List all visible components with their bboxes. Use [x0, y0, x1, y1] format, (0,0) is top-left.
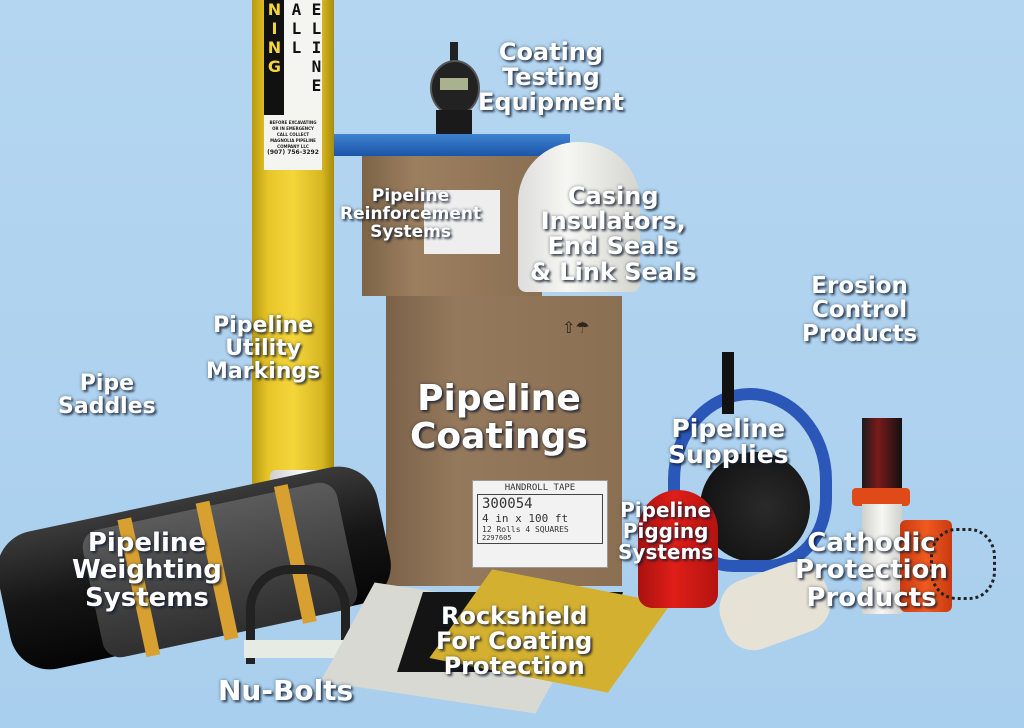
- wire-coil: [930, 528, 996, 600]
- label-line: Pipe: [79, 371, 135, 396]
- label-utility-markings[interactable]: Pipeline Utility Markings: [206, 314, 320, 383]
- label-line: Pipeline: [87, 528, 207, 558]
- label-line: Casing: [567, 182, 659, 210]
- label-line: Products: [802, 321, 918, 348]
- label-line: Systems: [85, 582, 209, 613]
- label-cathodic-protection[interactable]: Cathodic Protection Products: [795, 528, 948, 613]
- marker-col2: ELINE: [307, 0, 326, 95]
- label-line: Pipeline: [417, 378, 581, 419]
- u-bolt-plate: [244, 640, 356, 658]
- label-line: Erosion: [811, 273, 908, 299]
- label-coating-testing-equipment[interactable]: Coating Testing Equipment: [478, 38, 624, 117]
- label-line: Protection: [443, 652, 585, 681]
- reinforcement-box[interactable]: [362, 150, 542, 296]
- label-line: Testing: [502, 63, 600, 92]
- label-line: Systems: [370, 221, 452, 242]
- label-pipeline-weighting[interactable]: Pipeline Weighting Systems: [72, 528, 222, 613]
- label-pipeline-pigging[interactable]: Pipeline Pigging Systems: [618, 500, 713, 563]
- marker-col1: ALL: [287, 0, 306, 57]
- tape-size: 4 in x 100 ft: [482, 512, 569, 525]
- coatings-box[interactable]: ⇧☂ HANDROLL TAPE 300054 4 in x 100 ft 12…: [386, 296, 622, 586]
- label-line: Cathodic: [807, 528, 936, 558]
- label-line: Utility: [225, 336, 302, 362]
- label-line: Control: [812, 297, 908, 324]
- marker-strip-text: NING: [265, 0, 284, 76]
- tape-label: HANDROLL TAPE 300054 4 in x 100 ft 12 Ro…: [472, 480, 608, 568]
- marker-warning-strip: NING: [264, 0, 284, 115]
- label-line: Markings: [206, 359, 321, 385]
- marker-phone: (907) 756-3292: [267, 149, 319, 156]
- label-line: Pipeline: [620, 498, 712, 522]
- utility-marker-post[interactable]: NING ELINE ALL BEFORE EXCAVATING OR IN E…: [252, 0, 334, 490]
- label-line: Weighting: [72, 555, 222, 586]
- marker-sign: NING ELINE ALL BEFORE EXCAVATING OR IN E…: [264, 0, 326, 170]
- label-line: Coating: [498, 38, 604, 66]
- tape-code: 300054: [482, 496, 533, 512]
- tape-label-inner: 300054 4 in x 100 ft 12 Rolls 4 SQUARES …: [477, 494, 603, 544]
- label-rockshield[interactable]: Rockshield For Coating Protection: [436, 602, 593, 681]
- tape-number: 2297605: [482, 534, 512, 542]
- coating-thickness-gauge[interactable]: [430, 60, 480, 116]
- label-line: End Seals: [547, 232, 679, 261]
- label-line: & Link Seals: [530, 257, 697, 286]
- label-pipeline-reinforcement[interactable]: Pipeline Reinforcement Systems: [340, 186, 482, 242]
- label-pipeline-coatings[interactable]: Pipeline Coatings: [410, 380, 588, 456]
- label-line: Nu-Bolts: [218, 674, 354, 707]
- marker-fine-print: BEFORE EXCAVATING OR IN EMERGENCY CALL C…: [266, 120, 320, 156]
- pipeline-pig[interactable]: [638, 490, 718, 608]
- label-casing-insulators[interactable]: Casing Insulators, End Seals & Link Seal…: [530, 182, 697, 286]
- label-line: Saddles: [58, 394, 156, 420]
- label-nu-bolts[interactable]: Nu-Bolts: [218, 674, 354, 707]
- box-label: [424, 190, 500, 254]
- label-line: Equipment: [478, 88, 624, 117]
- marker-columns: ELINE ALL: [286, 0, 326, 170]
- label-line: Products: [806, 582, 937, 613]
- label-pipe-saddles[interactable]: Pipe Saddles: [58, 372, 156, 418]
- u-bolt[interactable]: [246, 565, 350, 664]
- casing-insulator[interactable]: [518, 142, 640, 292]
- marker-company: MAGNOLIA PIPELINE COMPANY LLC: [270, 138, 316, 149]
- test-station-ring: [852, 488, 910, 506]
- label-line: Systems: [618, 540, 714, 564]
- test-station-post[interactable]: [862, 504, 902, 614]
- gauge-stem: [450, 42, 458, 64]
- handling-symbols-icon: ⇧☂: [562, 318, 590, 337]
- test-station-head: [862, 418, 902, 492]
- label-line: Reinforcement: [340, 203, 482, 224]
- label-line: Pigging: [622, 519, 709, 543]
- label-line: Insulators,: [540, 207, 686, 236]
- label-line: Pipeline: [213, 313, 314, 338]
- label-line: Pipeline: [371, 186, 450, 206]
- label-line: Pipeline: [671, 414, 786, 443]
- label-erosion-control[interactable]: Erosion Control Products: [802, 273, 918, 348]
- blue-tray: [334, 134, 570, 156]
- tape-rolls: 12 Rolls 4 SQUARES: [482, 525, 569, 534]
- marker-instructions: BEFORE EXCAVATING OR IN EMERGENCY CALL C…: [269, 120, 317, 137]
- gauge-base: [436, 110, 472, 136]
- label-line: Supplies: [668, 440, 789, 470]
- label-pipeline-supplies[interactable]: Pipeline Supplies: [668, 414, 789, 470]
- label-line: Coatings: [410, 415, 588, 457]
- tape-title: HANDROLL TAPE: [504, 483, 576, 493]
- gauge-display: [440, 78, 468, 90]
- label-line: For Coating: [436, 627, 593, 656]
- label-line: Rockshield: [440, 602, 588, 630]
- label-line: Protection: [795, 555, 948, 586]
- clamp-screw: [722, 352, 734, 414]
